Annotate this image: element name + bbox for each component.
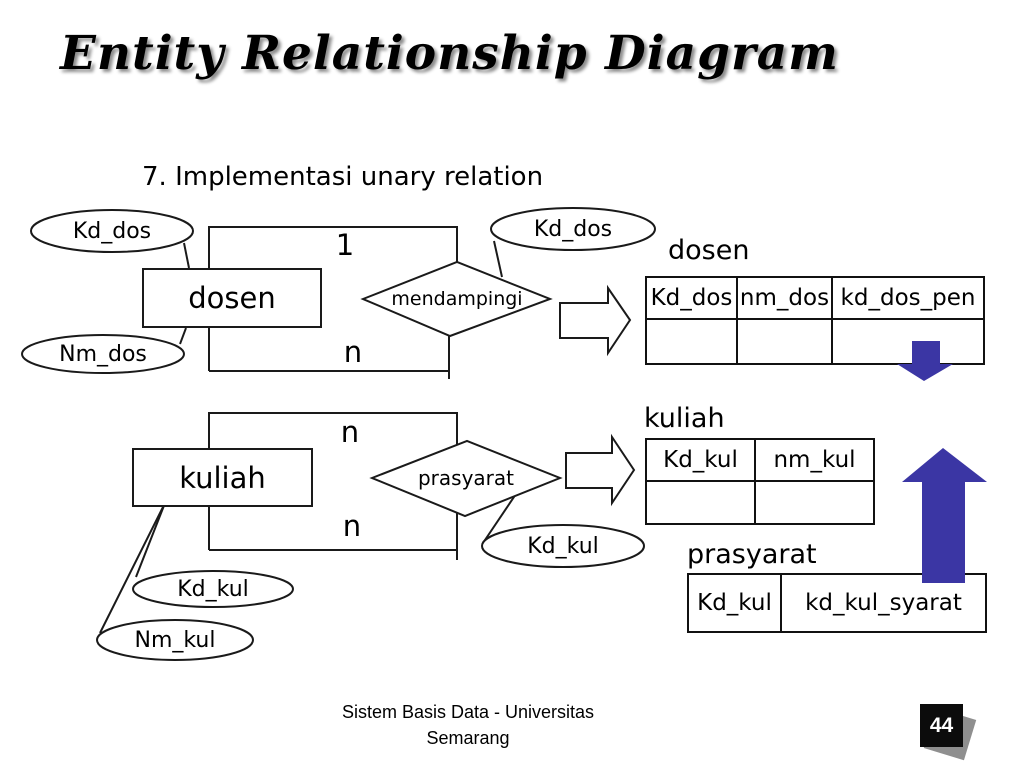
cardinality-dosen-bottom: n xyxy=(343,335,363,369)
dosen-table-empty-cell xyxy=(833,320,983,363)
kd-kul-relation-oval-label: Kd_kul xyxy=(527,533,599,559)
kuliah-table: Kd_kul nm_kul xyxy=(645,438,875,525)
kuliah-table-header-nm-kul: nm_kul xyxy=(756,440,873,482)
prasyarat-table: Kd_kul kd_kul_syarat xyxy=(687,573,987,633)
dosen-mapping-arrow xyxy=(559,284,632,357)
kd-dos-relation-oval-label: Kd_dos xyxy=(533,216,613,242)
nm-kul-oval-label: Nm_kul xyxy=(134,627,216,653)
kd-kul-connector xyxy=(135,502,166,578)
page-number-badge: 44 xyxy=(920,704,963,747)
prasyarat-table-title: prasyarat xyxy=(687,539,817,570)
prasyarat-table-header-kd-kul: Kd_kul xyxy=(689,575,782,631)
cardinality-kuliah-top: n xyxy=(340,415,360,449)
cardinality-kuliah-bottom: n xyxy=(342,509,362,543)
kuliah-table-title: kuliah xyxy=(644,403,725,434)
kd-kul-oval-label: Kd_kul xyxy=(177,576,249,602)
mendampingi-diamond-label: mendampingi xyxy=(391,288,523,310)
prasyarat-diamond-label: prasyarat xyxy=(417,466,514,490)
nm-dos-oval-label: Nm_dos xyxy=(59,341,147,367)
kuliah-table-header-kd-kul: Kd_kul xyxy=(647,440,756,482)
dosen-table-empty-cell xyxy=(647,320,738,363)
kuliah-table-empty-cell xyxy=(647,482,756,523)
kuliah-table-empty-cell xyxy=(756,482,873,523)
kuliah-mapping-arrow xyxy=(565,433,636,507)
nm-kul-connector xyxy=(99,502,166,634)
entity-dosen: dosen xyxy=(142,268,322,328)
prasyarat-table-header-kd-kul-syarat: kd_kul_syarat xyxy=(805,590,962,616)
kd-dos-oval-label: Kd_dos xyxy=(72,218,152,244)
footer: Sistem Basis Data - Universitas Semarang xyxy=(308,699,628,751)
dosen-table-header-kd-dos-pen: kd_dos_pen xyxy=(833,278,983,320)
dosen-table: Kd_dos nm_dos kd_dos_pen xyxy=(645,276,985,365)
footer-line2: Semarang xyxy=(426,728,510,748)
entity-kuliah: kuliah xyxy=(132,448,313,507)
dosen-table-title: dosen xyxy=(668,235,750,266)
cardinality-dosen-top: 1 xyxy=(335,228,355,262)
footer-line1: Sistem Basis Data - Universitas xyxy=(341,702,595,722)
dosen-table-empty-cell xyxy=(738,320,833,363)
dosen-table-header-nm-dos: nm_dos xyxy=(738,278,833,320)
slide-subtitle: 7. Implementasi unary relation xyxy=(142,162,544,192)
dosen-table-header-kd-dos: Kd_dos xyxy=(647,278,738,320)
page-title: Entity Relationship Diagram xyxy=(60,26,839,81)
arrow-up-icon xyxy=(902,448,987,583)
